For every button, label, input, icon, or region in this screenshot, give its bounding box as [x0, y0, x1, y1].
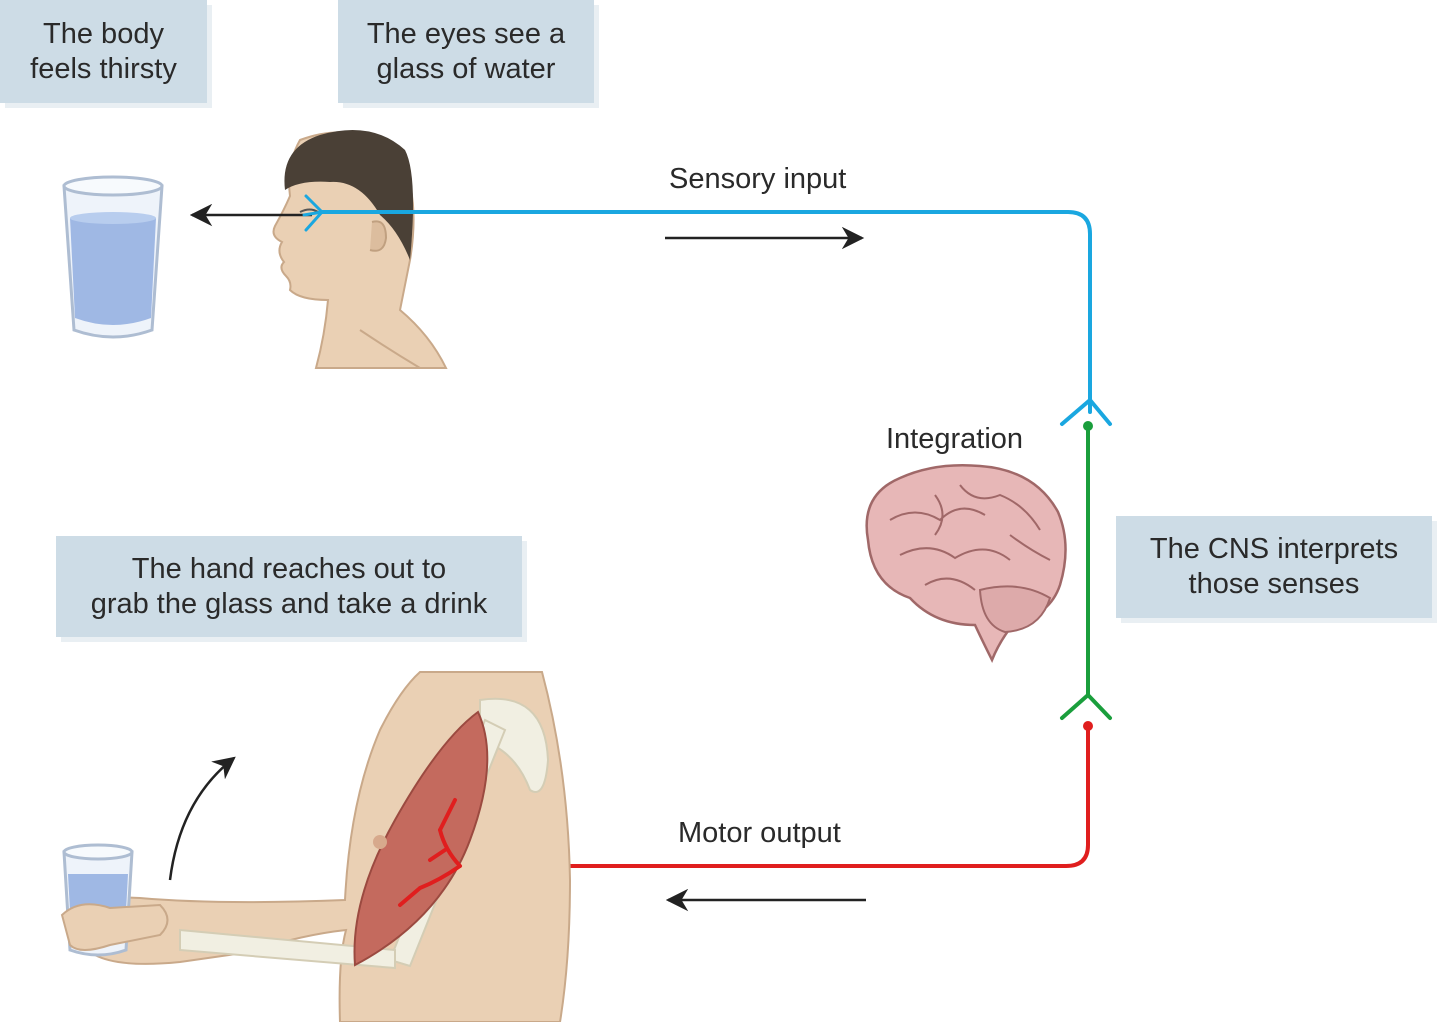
box-eyes-see-line1: The eyes see a — [366, 17, 566, 50]
reach-movement-arrow — [168, 756, 236, 881]
box-body-thirsty-line1: The body — [43, 17, 164, 50]
box-body-thirsty-line2: feels thirsty — [30, 52, 177, 85]
box-cns-interprets-line2: those senses — [1188, 568, 1360, 600]
box-hand-reaches-line1: The hand reaches out to — [131, 552, 447, 585]
box-cns-interprets-line1: The CNS interprets — [1149, 533, 1399, 565]
glass-in-hand-icon — [60, 843, 169, 957]
sensory-pathway — [302, 194, 1112, 426]
box-hand-reaches-line2: grab the glass and take a drink — [90, 587, 488, 620]
glass-of-water-icon — [62, 175, 164, 339]
label-sensory-input: Sensory input — [669, 163, 847, 195]
head-profile-icon — [272, 130, 448, 369]
arm-muscle-icon — [66, 671, 572, 1022]
label-motor-output: Motor output — [678, 817, 841, 849]
motor-pathway — [458, 721, 1093, 868]
integration-pathway — [1060, 421, 1112, 720]
label-integration: Integration — [886, 423, 1024, 455]
box-eyes-see-line2: glass of water — [376, 52, 556, 85]
brain-icon — [865, 463, 1067, 664]
